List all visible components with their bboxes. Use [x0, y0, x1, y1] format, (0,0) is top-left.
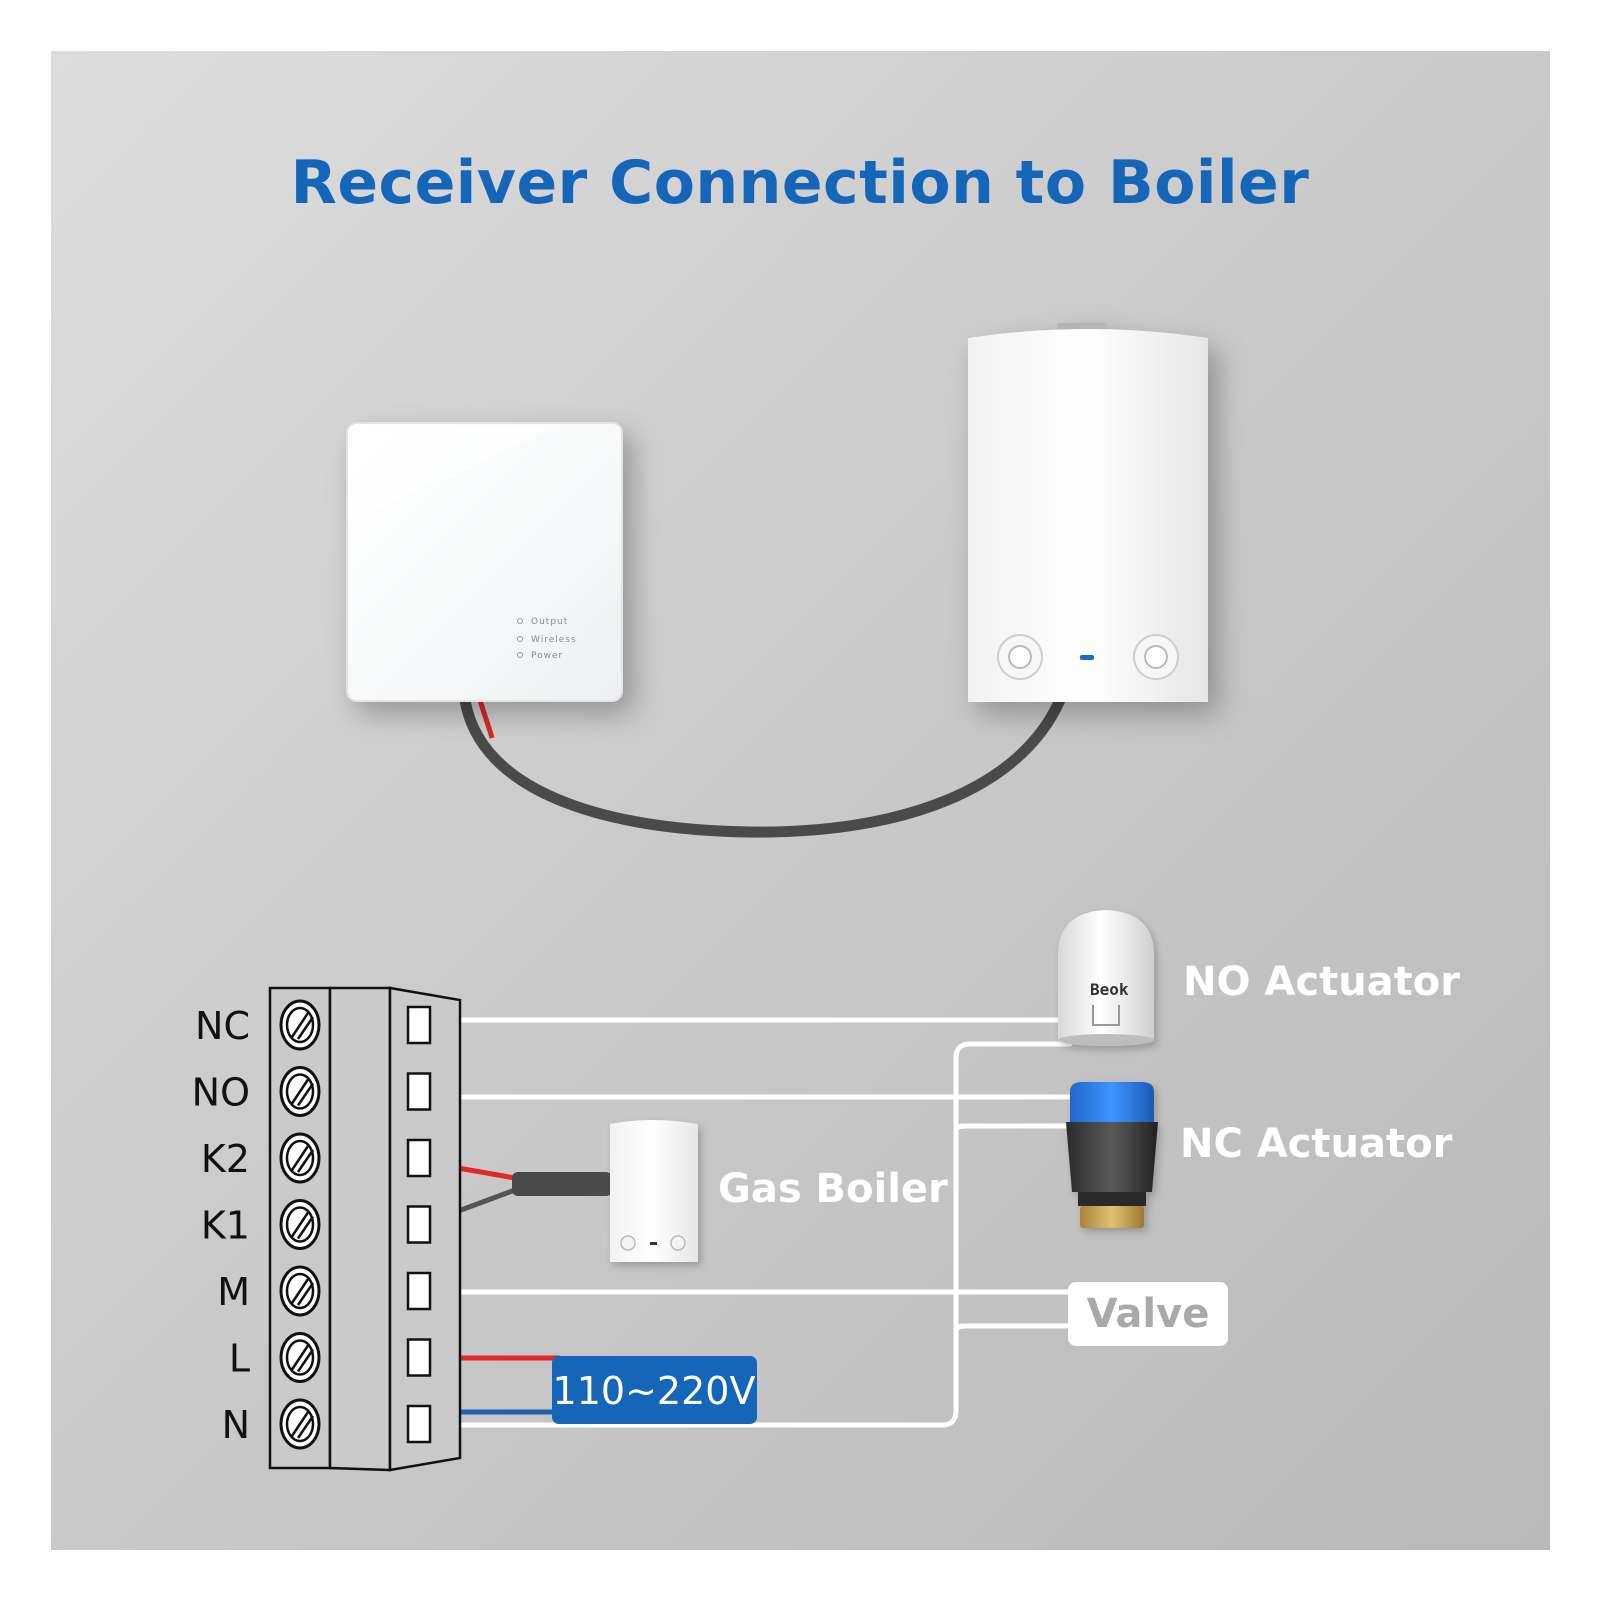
receiver-led-panel: Output Wireless Power	[517, 617, 577, 661]
wire-n-common	[422, 1041, 1073, 1428]
terminal-screw-l-icon	[279, 1332, 321, 1383]
terminal-slot-k1	[406, 1205, 432, 1244]
page-title: Receiver Connection to Boiler	[290, 148, 1310, 218]
led-label-power: Power	[531, 651, 563, 661]
receiver-boiler-cable	[459, 694, 1066, 838]
led-label-output: Output	[531, 617, 568, 627]
terminal-slot-m	[406, 1271, 432, 1311]
output-led-icon	[517, 618, 523, 624]
gas-boiler-indicator-icon	[650, 1242, 657, 1245]
valve-badge	[1068, 1282, 1228, 1346]
actuator-brand-text: Beok	[1090, 980, 1129, 999]
gas-boiler-knob-right-icon	[670, 1235, 686, 1251]
no-actuator-device	[1058, 910, 1154, 1046]
terminal-screw-k1-icon	[279, 1199, 321, 1250]
power-badge	[552, 1356, 757, 1424]
terminal-screw-k2-icon	[279, 1132, 321, 1184]
terminal-slot-k2	[406, 1138, 432, 1178]
gas-boiler-unit	[610, 1120, 698, 1262]
terminal-screw-m-icon	[279, 1265, 321, 1317]
terminal-screw-no-icon	[279, 1066, 321, 1117]
boiler-indicator-icon	[1080, 655, 1094, 660]
terminal-slot-no	[406, 1072, 432, 1111]
terminal-label-n: N	[222, 1403, 250, 1447]
wire-n-valve	[953, 1323, 1073, 1333]
power-label: 110~220V	[553, 1369, 756, 1413]
gas-boiler-label: Gas Boiler	[718, 1166, 948, 1212]
terminal-label-no: NO	[192, 1071, 250, 1115]
led-label-wireless: Wireless	[531, 635, 577, 645]
no-actuator-label: NO Actuator	[1183, 959, 1460, 1005]
terminal-slots	[406, 1005, 432, 1444]
receiver-unit	[346, 422, 623, 702]
terminal-screw-n-icon	[279, 1398, 321, 1450]
receiver-red-wire	[477, 699, 495, 739]
nc-actuator-device	[1066, 1082, 1158, 1228]
boiler-controls	[997, 634, 1179, 680]
power-led-icon	[517, 652, 523, 658]
terminal-label-m: M	[217, 1270, 250, 1314]
wireless-led-icon	[517, 636, 523, 642]
terminal-label-k1: K1	[201, 1204, 250, 1248]
terminal-screw-nc-icon	[279, 999, 321, 1051]
wire-n-nc-actuator	[953, 1123, 1073, 1133]
nc-actuator-label: NC Actuator	[1180, 1121, 1453, 1167]
valve-label: Valve	[1087, 1291, 1210, 1337]
terminal-screws	[279, 999, 321, 1450]
terminal-label-nc: NC	[195, 1004, 250, 1048]
signal-wires	[422, 1017, 1073, 1428]
gas-boiler-knob-left-icon	[620, 1235, 636, 1251]
terminal-slot-l	[406, 1338, 432, 1377]
boiler-unit	[968, 323, 1208, 702]
terminal-label-l: L	[229, 1337, 250, 1381]
terminal-slot-n	[406, 1404, 432, 1444]
gas-boiler-cable	[417, 1158, 612, 1229]
terminal-label-k2: K2	[201, 1137, 250, 1181]
terminal-slot-nc	[406, 1005, 432, 1045]
